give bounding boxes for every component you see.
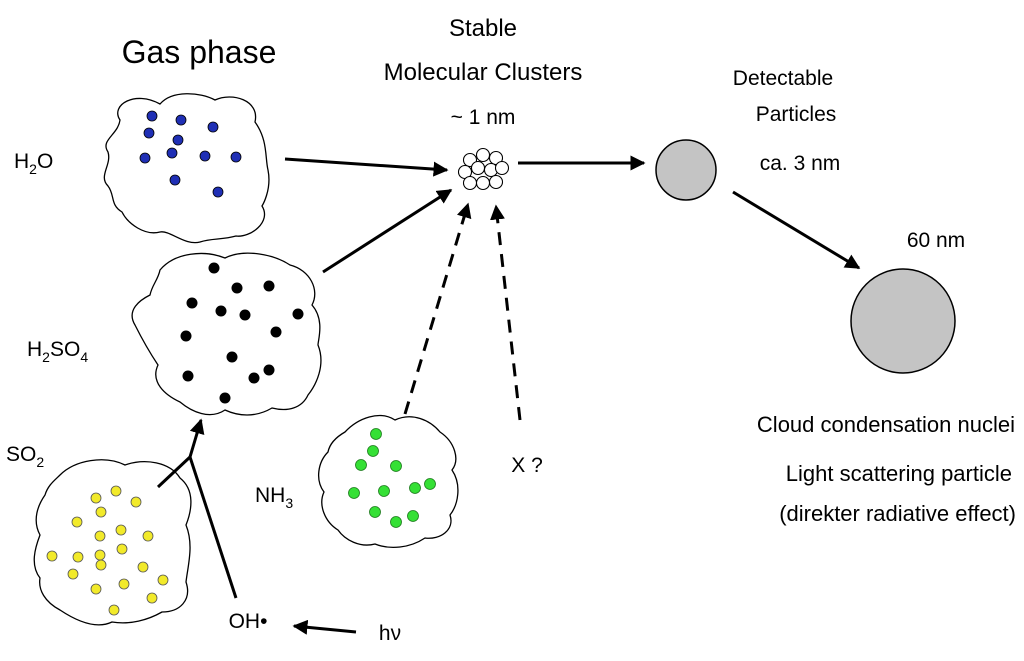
h2o-cloud-outline — [103, 93, 270, 244]
so2-molecule-dots — [46, 485, 169, 616]
so2-gas-cloud — [33, 459, 192, 626]
h2o-molecule-dots — [139, 110, 242, 198]
arrow-hv-to-oh — [292, 619, 357, 635]
arrow-h2o-to-cluster — [284, 157, 449, 177]
so2-cloud-outline — [33, 459, 192, 626]
h2so4-gas-cloud — [131, 252, 322, 416]
oh-radical-label: OH• — [229, 610, 268, 633]
cluster-size-label: ~ 1 nm — [451, 106, 516, 129]
gas-phase-title: Gas phase — [122, 34, 277, 70]
h2so4-label: H2SO4 — [27, 338, 88, 365]
h2so4-cloud-outline — [131, 252, 322, 416]
detectable-particle-3nm — [655, 139, 717, 201]
h2o-gas-cloud — [103, 93, 270, 244]
molecular-cluster-icon — [457, 147, 510, 191]
light-scattering-label-line1: Light scattering particle — [786, 461, 1012, 486]
light-scattering-label-line2: (direkter radiative effect) — [779, 501, 1016, 526]
large-particle-size-label: 60 nm — [907, 229, 965, 252]
arrow-detectable-to-large — [732, 190, 861, 270]
nh3-molecule-dots — [348, 428, 436, 528]
detectable-particles-line1: Detectable — [733, 67, 833, 90]
nh3-gas-cloud — [318, 415, 459, 549]
arrow-nh3-to-cluster — [403, 202, 472, 415]
detectable-size-label: ca. 3 nm — [760, 152, 841, 175]
h2so4-molecule-dots — [180, 262, 304, 404]
so2-label: SO2 — [6, 443, 44, 470]
ccn-label: Cloud condensation nuclei — [757, 412, 1015, 437]
line-oh-to-junction — [188, 456, 238, 599]
h2o-label: H2O — [14, 150, 53, 177]
arrow-junction-to-h2so4 — [188, 418, 205, 458]
arrow-h2so4-to-cluster — [322, 188, 453, 274]
arrow-x-to-cluster — [490, 204, 522, 421]
stable-clusters-title-line1: Stable — [449, 15, 517, 42]
large-particle-60nm — [850, 268, 956, 374]
photon-hv-label: hν — [379, 622, 401, 645]
unknown-x-label: X ? — [511, 454, 543, 477]
stable-clusters-title-line2: Molecular Clusters — [384, 59, 583, 86]
detectable-particles-line2: Particles — [756, 103, 837, 126]
line-so2-to-junction — [156, 455, 192, 489]
nh3-cloud-outline — [318, 415, 459, 549]
nh3-label: NH3 — [255, 484, 293, 511]
